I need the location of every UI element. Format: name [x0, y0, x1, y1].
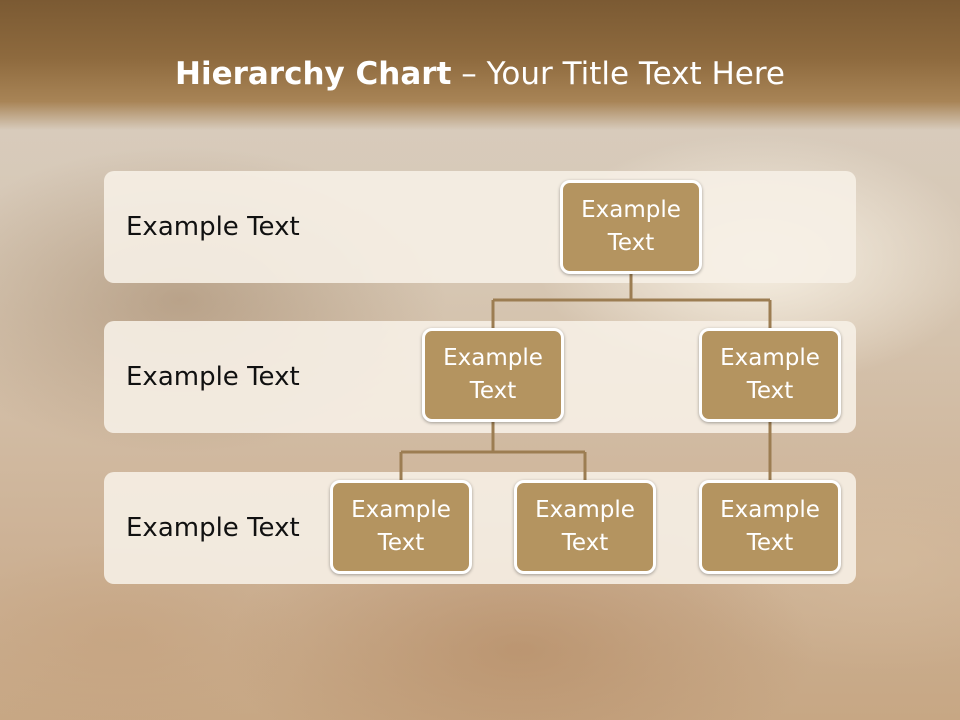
- slide-title: Hierarchy Chart – Your Title Text Here: [0, 56, 960, 92]
- node-root[interactable]: Example Text: [560, 180, 702, 274]
- node-level2-right[interactable]: Example Text: [699, 328, 841, 422]
- band-label-2: Example Text: [126, 362, 300, 392]
- band-label-3: Example Text: [126, 513, 300, 543]
- level-band-1: Example Text: [104, 171, 856, 283]
- title-regular-part: – Your Title Text Here: [451, 56, 785, 92]
- node-level3-left[interactable]: Example Text: [330, 480, 472, 574]
- title-bar: [0, 0, 960, 130]
- title-bold-part: Hierarchy Chart: [175, 56, 452, 92]
- node-level3-right[interactable]: Example Text: [699, 480, 841, 574]
- node-level2-left[interactable]: Example Text: [422, 328, 564, 422]
- band-label-1: Example Text: [126, 212, 300, 242]
- node-level3-middle[interactable]: Example Text: [514, 480, 656, 574]
